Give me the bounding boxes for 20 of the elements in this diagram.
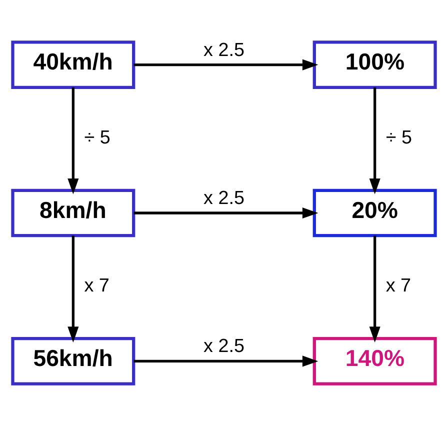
node-box: 140% xyxy=(312,337,437,386)
arrow xyxy=(369,236,380,342)
node-box: 40km/h xyxy=(11,40,136,89)
arrow xyxy=(369,87,380,194)
node-box: 20% xyxy=(312,188,437,238)
edge-label: x 7 xyxy=(84,276,110,297)
arrow xyxy=(68,87,79,194)
edge-label: ÷ 5 xyxy=(84,128,110,149)
node-box: 100% xyxy=(312,40,437,89)
edge-label: x 7 xyxy=(386,276,412,297)
node-box: 56km/h xyxy=(11,337,136,386)
arrow xyxy=(134,207,318,219)
edge-label: x 2.5 xyxy=(204,40,244,61)
edge-label: x 2.5 xyxy=(204,336,244,358)
node-box: 8km/h xyxy=(11,188,136,238)
edge-label: x 2.5 xyxy=(204,188,244,209)
arrow xyxy=(134,59,318,70)
edge-label: ÷ 5 xyxy=(386,128,412,149)
arrow xyxy=(68,236,79,342)
arrow xyxy=(134,356,318,367)
